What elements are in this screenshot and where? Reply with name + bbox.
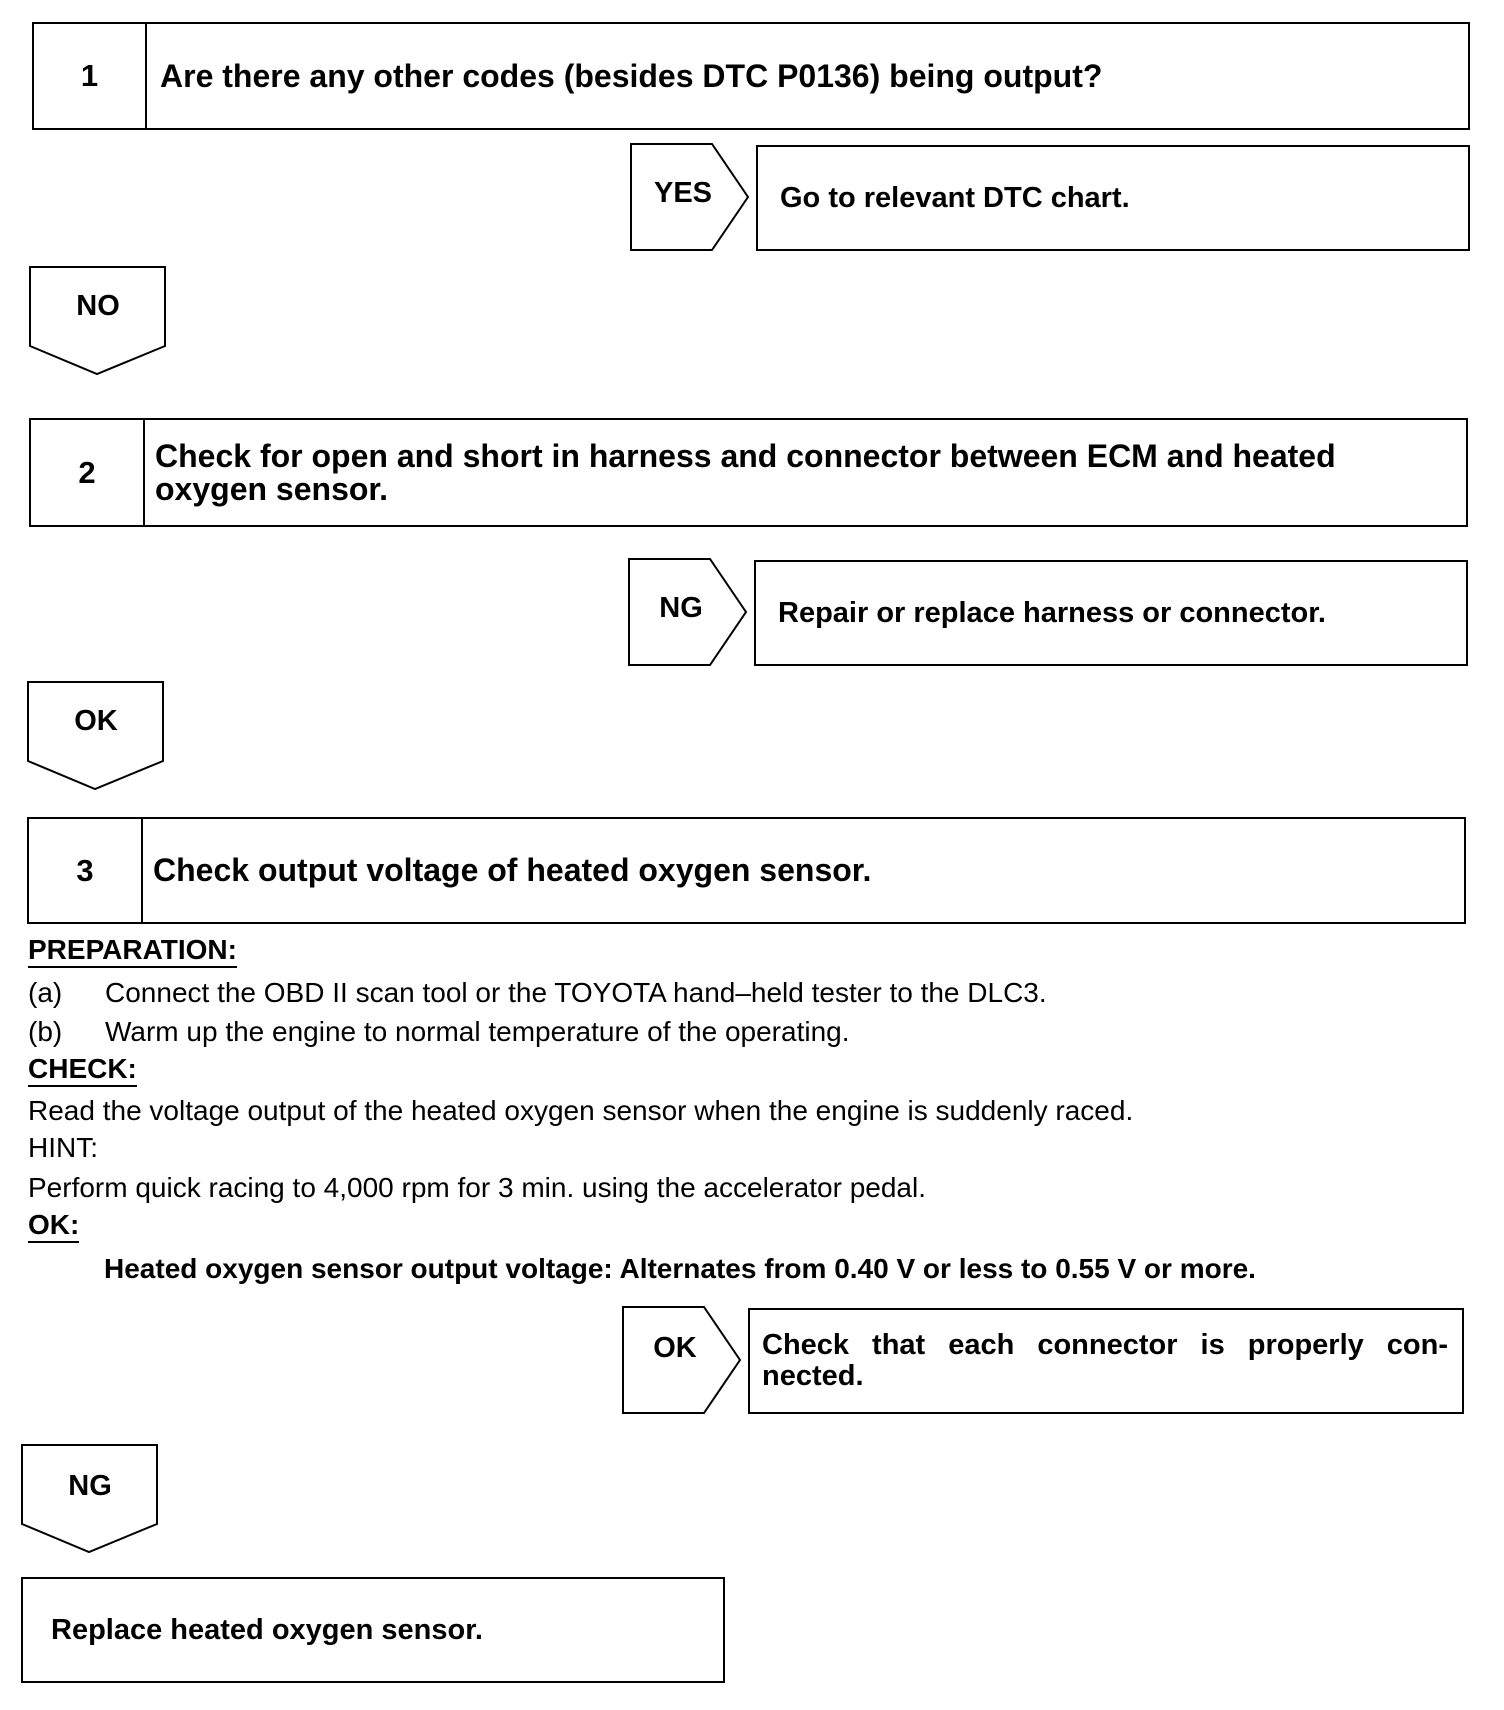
no-arrow: NO bbox=[29, 266, 167, 376]
arrow-label: NG bbox=[659, 592, 703, 624]
arrow-label: YES bbox=[653, 177, 713, 209]
ok-spec: Heated oxygen sensor output voltage: Alt… bbox=[104, 1253, 1256, 1284]
preparation-item: (b) Warm up the engine to normal temperat… bbox=[28, 1015, 850, 1049]
step-2-box: 2 Check for open and short in harness an… bbox=[29, 418, 1468, 527]
ok-arrow: OK bbox=[622, 1306, 742, 1414]
preparation-heading-text: PREPARATION: bbox=[28, 934, 237, 968]
check-heading-text: CHECK: bbox=[28, 1053, 137, 1087]
step-3-box: 3 Check output voltage of heated oxygen … bbox=[27, 817, 1466, 924]
check-heading: CHECK: bbox=[28, 1052, 137, 1087]
step-title: Check output voltage of heated oxygen se… bbox=[153, 852, 872, 888]
step-title: Are there any other codes (besides DTC P… bbox=[160, 57, 1103, 94]
ng-arrow: NG bbox=[21, 1444, 159, 1554]
result-box: Repair or replace harness or connector. bbox=[754, 560, 1468, 666]
item-letter: (a) bbox=[28, 977, 63, 1008]
ng-arrow: NG bbox=[628, 558, 748, 666]
step-number: 2 bbox=[31, 420, 145, 525]
ok-heading: OK: bbox=[28, 1208, 80, 1243]
arrow-label: OK bbox=[653, 1332, 697, 1364]
final-result-box: Replace heated oxygen sensor. bbox=[21, 1577, 725, 1683]
step-title: Check for open and short in harness and … bbox=[155, 437, 1336, 507]
right-arrow-shape bbox=[622, 1306, 742, 1414]
result-box: Check that each connector is properly co… bbox=[748, 1308, 1464, 1414]
item-text: Warm up the engine to normal temperature… bbox=[105, 1016, 850, 1047]
down-arrow-shape bbox=[21, 1444, 158, 1554]
right-arrow-shape bbox=[630, 143, 750, 251]
hint-heading: HINT: bbox=[28, 1132, 98, 1163]
arrow-label: OK bbox=[74, 705, 118, 737]
step-number: 1 bbox=[34, 24, 147, 128]
item-text: Connect the OBD II scan tool or the TOYO… bbox=[105, 977, 1047, 1008]
step-number: 3 bbox=[29, 819, 143, 922]
down-arrow-shape bbox=[29, 266, 166, 376]
preparation-item: (a) Connect the OBD II scan tool or the T… bbox=[28, 976, 1047, 1010]
ok-heading-text: OK: bbox=[28, 1209, 80, 1243]
step-1-box: 1 Are there any other codes (besides DTC… bbox=[32, 22, 1470, 130]
preparation-heading: PREPARATION: bbox=[28, 933, 237, 968]
yes-arrow: YES bbox=[630, 143, 750, 251]
item-letter: (b) bbox=[28, 1016, 63, 1047]
hint-text: Perform quick racing to 4,000 rpm for 3 … bbox=[28, 1172, 926, 1203]
down-arrow-shape bbox=[27, 681, 164, 791]
arrow-label: NO bbox=[76, 290, 120, 322]
right-arrow-shape bbox=[628, 558, 748, 666]
result-box: Go to relevant DTC chart. bbox=[756, 145, 1470, 251]
check-text: Read the voltage output of the heated ox… bbox=[28, 1095, 1134, 1126]
arrow-label: NG bbox=[68, 1470, 112, 1502]
ok-arrow: OK bbox=[27, 681, 165, 791]
